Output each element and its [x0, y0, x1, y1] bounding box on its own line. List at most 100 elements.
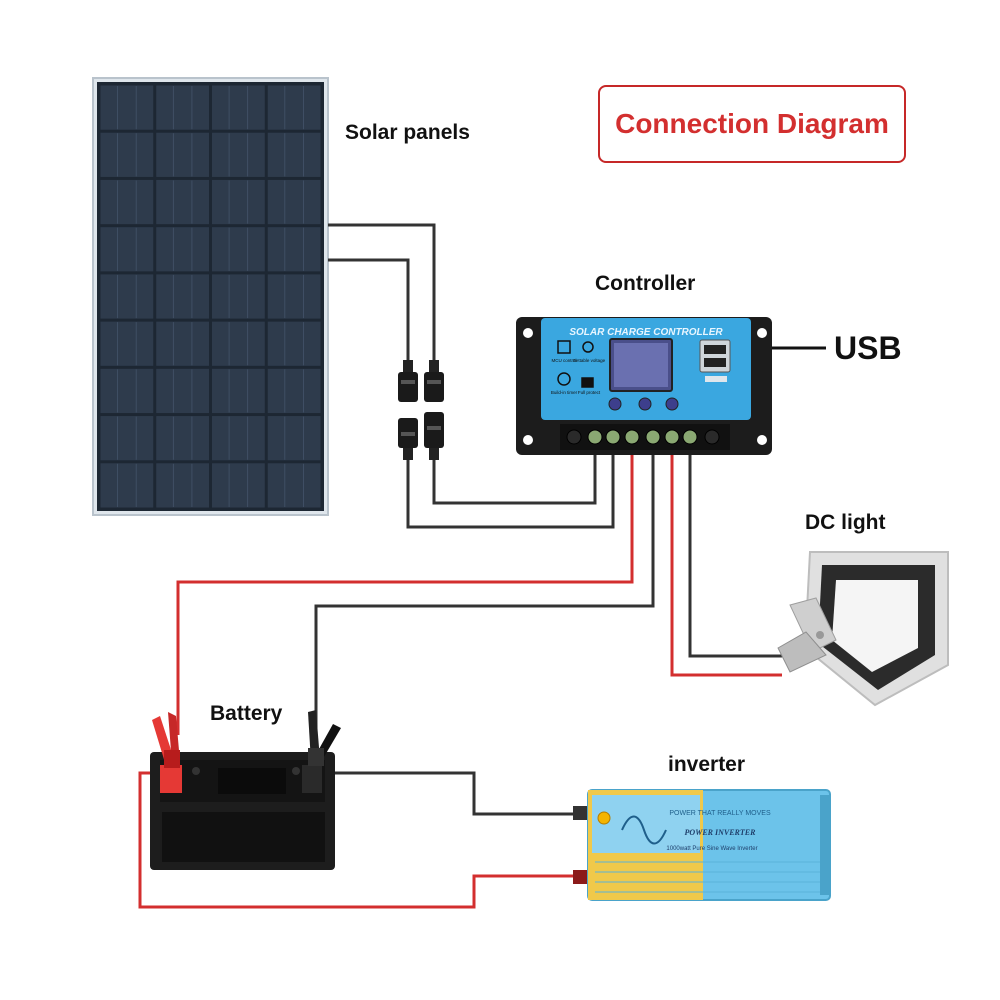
plus-button [665, 397, 679, 411]
solar-cell [156, 321, 209, 366]
mc4-connector-top-right [424, 360, 444, 402]
battery-negative-wire [314, 455, 655, 738]
inverter-negative-wire [322, 771, 575, 816]
solar-cell [267, 416, 321, 461]
solar-cell [212, 321, 265, 366]
minus-button [638, 397, 652, 411]
solar-cell [267, 463, 321, 508]
controller-header: SOLAR CHARGE CONTROLLER [569, 327, 723, 338]
inverter-slogan: POWER THAT REALLY MOVES [669, 810, 771, 817]
dc-light-label: DC light [805, 511, 886, 534]
solar-cell [267, 274, 321, 319]
dc-light [777, 551, 949, 707]
pv-wire-1 [432, 455, 597, 505]
mc4-connectors [398, 360, 444, 460]
solar-cell [212, 274, 265, 319]
inverter-negative-terminal [573, 806, 587, 820]
battery-positive-terminal [160, 765, 182, 793]
terminal-screw [587, 429, 603, 445]
solar-cell [212, 416, 265, 461]
solar-cell [267, 85, 321, 130]
mc4-connector-bottom-left [398, 418, 418, 460]
inverter: POWER THAT REALLY MOVES POWER INVERTER 1… [573, 789, 831, 901]
solar-cell [212, 463, 265, 508]
terminal-screw [682, 429, 698, 445]
red-clamp [152, 712, 180, 768]
terminal-screw [664, 429, 680, 445]
inverter-label: inverter [668, 753, 746, 776]
solar-cell [156, 85, 209, 130]
inverter-power-switch [597, 811, 611, 825]
solar-cell [100, 179, 154, 225]
panel-negative-wire [328, 258, 410, 365]
solar-cell [156, 132, 209, 177]
inverter-brand: POWER INVERTER [685, 828, 757, 837]
usb-label: USB [834, 330, 902, 366]
title-box: Connection Diagram [598, 85, 906, 163]
solar-cell [100, 132, 154, 177]
solar-cell [212, 368, 265, 414]
mcu-icon [557, 340, 571, 354]
menu-button [608, 397, 622, 411]
pv-wire-2 [406, 455, 615, 529]
solar-cell [212, 227, 265, 272]
svg-text:Full protect: Full protect [578, 390, 601, 395]
terminal-screw [624, 429, 640, 445]
solar-cell [156, 179, 209, 225]
solar-cell [212, 132, 265, 177]
charge-controller: SOLAR CHARGE CONTROLLER MCU control Sett… [516, 317, 772, 455]
solar-cell [100, 85, 154, 130]
solar-panels-label: Solar panels [345, 121, 470, 144]
terminal-screw [566, 429, 582, 445]
light-negative-wire [688, 455, 782, 658]
solar-cell [100, 321, 154, 366]
solar-cell [267, 227, 321, 272]
solar-cell [212, 85, 265, 130]
solar-cell [100, 463, 154, 508]
solar-cell [267, 179, 321, 225]
solar-cell [100, 416, 154, 461]
solar-cell [100, 368, 154, 414]
sine-wave-icon [621, 815, 667, 845]
panel-positive-wire [328, 223, 436, 365]
battery-positive-wire [176, 455, 634, 735]
solar-cell [267, 368, 321, 414]
solar-cell [156, 227, 209, 272]
battery-negative-terminal [302, 765, 322, 793]
light-positive-wire [670, 455, 782, 677]
solar-cell [267, 132, 321, 177]
solar-cell [156, 368, 209, 414]
mc4-connector-top-left [398, 360, 418, 402]
solar-cell [156, 416, 209, 461]
inverter-model: 1000watt Pure Sine Wave Inverter [666, 846, 757, 852]
inverter-fins [595, 861, 820, 893]
gear-icon [582, 341, 594, 353]
solar-cell [156, 274, 209, 319]
terminal-screw [645, 429, 661, 445]
solar-cell [100, 274, 154, 319]
timer-icon [557, 372, 571, 386]
lock-icon [581, 377, 594, 388]
wiring [138, 223, 826, 909]
svg-text:Settable voltage: Settable voltage [573, 358, 606, 363]
inverter-positive-wire [138, 771, 575, 909]
mc4-connector-bottom-right [424, 412, 444, 460]
inverter-positive-terminal [573, 870, 587, 884]
battery [150, 710, 341, 870]
controller-label: Controller [595, 272, 696, 295]
solar-cell [100, 227, 154, 272]
black-clamp [308, 710, 341, 766]
controller-icons [557, 340, 594, 388]
solar-cell [267, 321, 321, 366]
svg-text:MCU control: MCU control [551, 358, 576, 363]
battery-label: Battery [210, 702, 283, 725]
diagram-title: Connection Diagram [615, 108, 889, 139]
usb-ports [699, 339, 731, 382]
svg-text:Build-in timer: Build-in timer [551, 390, 578, 395]
solar-cell [156, 463, 209, 508]
solar-panel [92, 77, 329, 516]
terminal-screw [605, 429, 621, 445]
solar-cell [212, 179, 265, 225]
terminal-screw [704, 429, 720, 445]
